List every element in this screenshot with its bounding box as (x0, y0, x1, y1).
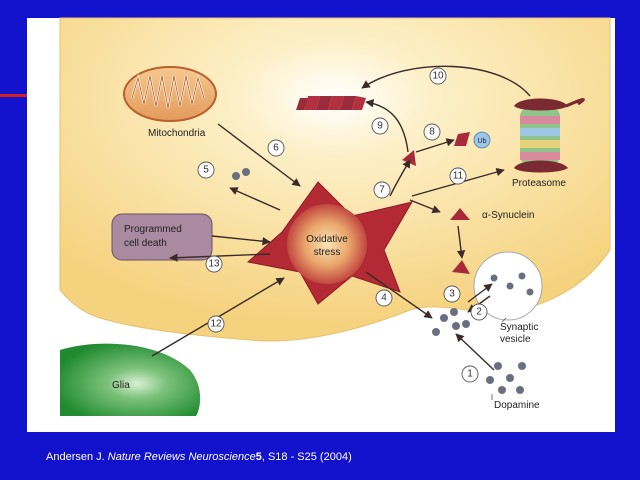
arrow-1 (455, 333, 495, 371)
step-4-marker: 4 (375, 289, 393, 307)
arrow-death-in (211, 235, 271, 246)
step-8-marker: 8 (423, 123, 441, 141)
mitochondria-organelle (123, 66, 217, 122)
synuclein-at-vesicle (452, 260, 470, 274)
step-11-marker: 11 (449, 167, 467, 185)
step-11-label: 11 (453, 171, 464, 182)
step-13-label: 13 (208, 259, 220, 270)
dopamine-label: Dopamine (494, 400, 540, 411)
cytosolic-dopamine (432, 308, 470, 336)
glia-cell (60, 343, 201, 416)
step-3-marker: 3 (443, 285, 461, 303)
arrow-8 (415, 138, 455, 153)
citation-rest: , S18 - S25 (2004) (261, 451, 352, 463)
programmed-label-line1: Programmed (124, 224, 182, 235)
step-12-marker: 12 (207, 315, 225, 333)
step-2-marker: 2 (470, 303, 488, 321)
glia-label: Glia (112, 380, 130, 391)
arrow-5 (229, 187, 281, 211)
citation-author: Andersen J. (46, 451, 108, 463)
oxidative-label-line1: Oxidative (306, 234, 348, 245)
step-9-marker: 9 (371, 117, 389, 135)
oxidative-stress-core (287, 204, 367, 284)
arrow-7a (389, 159, 411, 197)
proteasome-label: Proteasome (512, 178, 566, 189)
synuclein-monomer (450, 208, 470, 220)
step-7-label: 7 (379, 185, 385, 196)
arrow-9 (365, 99, 409, 153)
step-13-marker: 13 (205, 255, 223, 273)
citation-volume: 5 (255, 451, 262, 463)
step-3-label: 3 (449, 289, 455, 300)
step-6-label: 6 (273, 143, 279, 154)
step-5-marker: 5 (197, 161, 215, 179)
step-4-label: 4 (381, 293, 387, 304)
step-12-label: 12 (210, 319, 222, 330)
step-8-label: 8 (429, 127, 435, 138)
arrow-synuclein-vesicle (456, 225, 466, 259)
step-10-marker: 10 (429, 67, 447, 85)
red-accent-bar (0, 94, 30, 97)
synuclein-misfolded (402, 150, 416, 166)
arrow-13 (169, 253, 271, 262)
mitochondria-label: Mitochondria (148, 128, 206, 139)
citation: Andersen J. Nature Reviews Neuroscience5… (46, 451, 352, 463)
arrow-7b (409, 199, 441, 214)
step-10-label: 10 (432, 71, 444, 82)
extracellular-dopamine (486, 362, 526, 394)
arrow-6 (217, 123, 301, 187)
proteasome-complex (514, 98, 585, 173)
step-1-label: 1 (467, 369, 473, 380)
ros-particle (232, 172, 240, 180)
synaptic-label-line2: vesicle (500, 334, 531, 345)
arrow-3 (467, 283, 493, 303)
synuclein-label: α-Synuclein (482, 210, 534, 221)
step-7-marker: 7 (373, 181, 391, 199)
ub-label: Ub (478, 138, 487, 145)
oxidative-label-line2: stress (314, 247, 341, 258)
step-6-marker: 6 (267, 139, 285, 157)
synuclein-fibril (296, 96, 366, 110)
step-9-label: 9 (377, 121, 383, 132)
ubiquitin-tag (473, 131, 491, 149)
step-5-label: 5 (203, 165, 209, 176)
citation-journal: Nature Reviews Neuroscience (107, 451, 256, 463)
synaptic-label-line1: Synaptic (500, 322, 538, 333)
step-2-label: 2 (476, 307, 482, 318)
programmed-cell-death-box (111, 213, 213, 261)
arrow-10 (361, 65, 531, 97)
ub-tagged-synuclein (454, 132, 470, 146)
step-1-marker: 1 (461, 365, 479, 383)
programmed-label-line2: cell death (124, 238, 167, 249)
arrow-4 (365, 271, 433, 319)
